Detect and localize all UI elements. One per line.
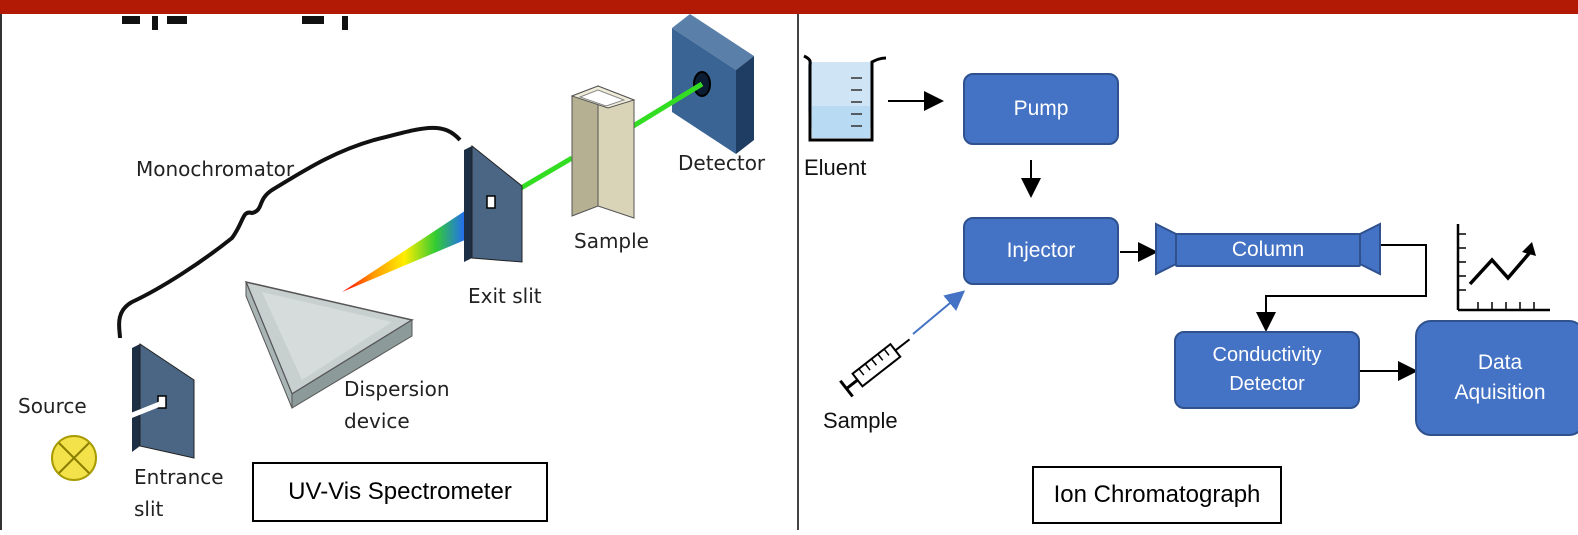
label-source: Source bbox=[18, 394, 87, 418]
detector-block bbox=[672, 14, 754, 154]
sample-syringe-icon bbox=[839, 338, 911, 398]
beam-sample-detector bbox=[628, 81, 704, 131]
ion-chromatograph-caption: Ion Chromatograph bbox=[1032, 466, 1282, 524]
label-sample: Sample bbox=[574, 229, 649, 253]
sample-cuvette bbox=[570, 85, 636, 219]
light-source-icon bbox=[51, 435, 97, 481]
label-detector: Detector bbox=[678, 151, 766, 175]
column-end-right bbox=[1359, 222, 1381, 276]
ion-chromatograph-diagram: Eluent Sample bbox=[803, 54, 1550, 433]
label-entrance-line2: slit bbox=[134, 497, 164, 521]
label-exit-slit: Exit slit bbox=[468, 284, 542, 308]
arrow-syringe-injector bbox=[912, 290, 966, 335]
exit-slit-plate bbox=[464, 144, 523, 263]
top-bar bbox=[0, 0, 1578, 14]
panel-divider bbox=[797, 14, 799, 530]
label-eluent: Eluent bbox=[804, 155, 866, 180]
data-acquisition-box: Data Aquisition bbox=[1415, 320, 1578, 436]
ion-chromatograph-panel: Eluent Sample Pump Injector Column Condu… bbox=[799, 14, 1578, 530]
uv-vis-panel: Monochromator Detector Sample Exit slit … bbox=[0, 14, 799, 530]
uv-vis-diagram: Monochromator Detector Sample Exit slit … bbox=[18, 14, 766, 521]
label-entrance-line1: Entrance bbox=[134, 465, 224, 489]
uv-vis-caption: UV-Vis Spectrometer bbox=[252, 462, 548, 522]
dispersed-spectrum bbox=[342, 195, 498, 292]
cropped-heading-fragment bbox=[122, 16, 348, 30]
column-box: Column bbox=[1175, 233, 1361, 267]
entrance-slit-plate bbox=[129, 343, 195, 459]
arrow-column-conductivity bbox=[1256, 244, 1427, 332]
eluent-beaker-icon bbox=[803, 54, 887, 142]
conductivity-detector-box: Conductivity Detector bbox=[1174, 331, 1360, 409]
dispersion-prism bbox=[244, 280, 414, 409]
label-monochromator: Monochromator bbox=[136, 157, 295, 181]
column-end-left bbox=[1155, 222, 1177, 276]
label-dispersion-line1: Dispersion bbox=[344, 377, 450, 401]
injector-box: Injector bbox=[963, 217, 1119, 285]
pump-box: Pump bbox=[963, 73, 1119, 145]
label-sample-ic: Sample bbox=[823, 408, 898, 433]
chart-icon bbox=[1456, 224, 1550, 312]
label-dispersion-line2: device bbox=[344, 409, 410, 433]
monochromator-brace bbox=[117, 125, 462, 339]
